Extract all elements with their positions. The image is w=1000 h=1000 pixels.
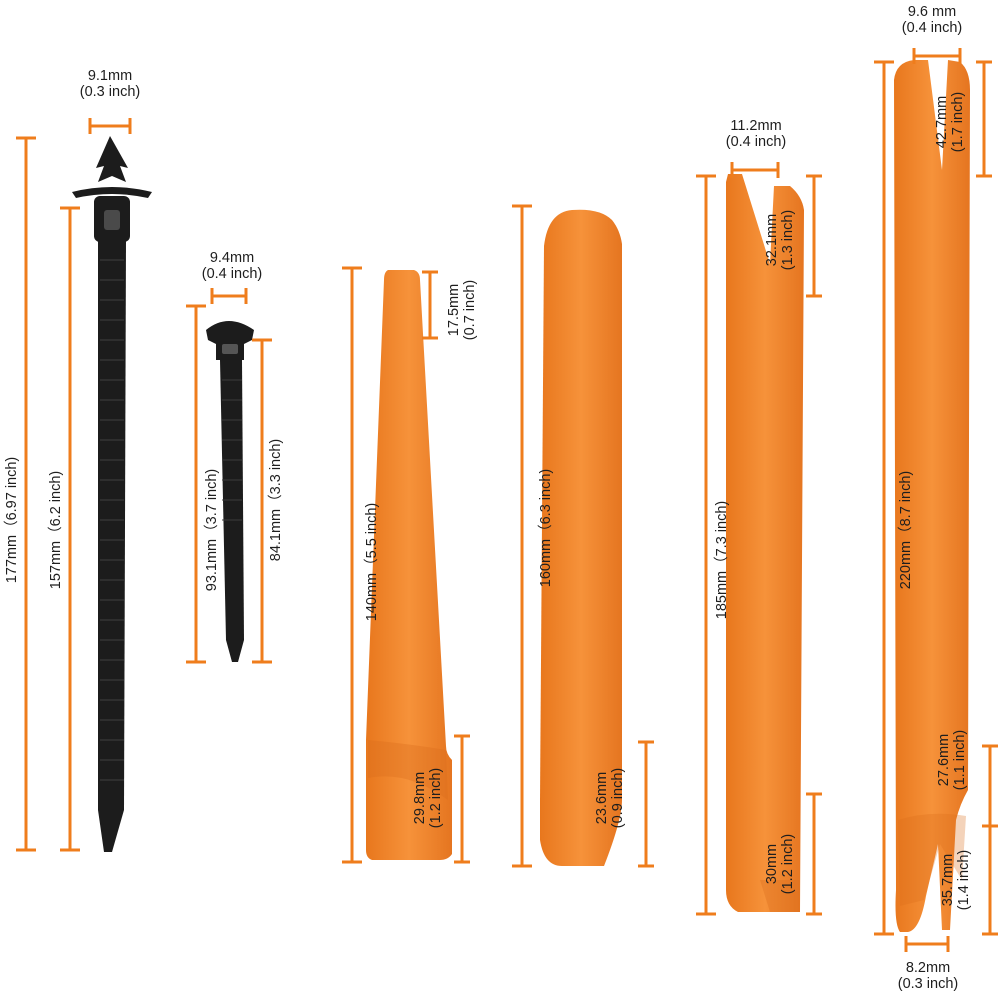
large-tie-total-length-label: 177mm（6.97 inch) (4, 456, 20, 584)
tool2-bottom-mm: 23.6mm (594, 771, 610, 825)
tool4-top-width-mm: 9.6 mm (907, 4, 957, 20)
tool4-top-inch: (1.7 inch) (950, 91, 966, 153)
small-tie-strap-length-label: 84.1mm（3.3 inch) (268, 438, 284, 562)
small-tie-total-length-label: 93.1mm（3.7 inch) (204, 468, 220, 592)
tool3-top-label: 32.1mm (1.3 inch) (764, 210, 796, 270)
tool4-bottom-inch: (1.4 inch) (956, 849, 972, 911)
small-tie-head-width-label: 9.4mm (0.4 inch) (172, 250, 292, 282)
tool4-top-label: 42.7mm (1.7 inch) (934, 92, 966, 152)
tool3-bottom-label: 30mm (1.2 inch) (764, 834, 796, 894)
tool4-length-label: 220mm（8.7 inch) (898, 470, 914, 590)
tool1-bottom-label: 29.8mm (1.2 inch) (412, 768, 444, 828)
large-tie-head-width-inch: (0.3 inch) (79, 84, 141, 100)
small-tie-head-width-inch: (0.4 inch) (201, 266, 263, 282)
tool3-top-width-label: 11.2mm (0.4 inch) (696, 118, 816, 150)
tool1-bottom-mm: 29.8mm (412, 771, 428, 825)
large-tie-flange (72, 187, 152, 198)
tool4-bottom-width-label: 8.2mm (0.3 inch) (868, 960, 988, 992)
large-tie-strap-length-label: 157mm（6.2 inch) (48, 470, 64, 590)
tool3-top-mm: 32.1mm (764, 213, 780, 267)
small-tie-head-width-mm: 9.4mm (209, 250, 255, 266)
large-tie-arrow-tip (96, 136, 128, 182)
dimension-lines (16, 48, 998, 952)
tool4-top-width-label: 9.6 mm (0.4 inch) (872, 4, 992, 36)
tool1-top-label: 17.5mm (0.7 inch) (446, 280, 478, 340)
tool3-top-width-mm: 11.2mm (730, 118, 782, 134)
tool3-length-label: 185mm（7.3 inch) (714, 500, 730, 620)
tool1-length-label: 140mm（5.5 inch) (364, 502, 380, 622)
small-tie-strap (220, 360, 244, 662)
small-tie-head (206, 321, 254, 360)
small-cable-tie (206, 321, 254, 662)
tool4-top-width-inch: (0.4 inch) (901, 20, 963, 36)
tool3-top-width-inch: (0.4 inch) (725, 134, 787, 150)
tool1-top-mm: 17.5mm (446, 283, 462, 337)
tool1-top-inch: (0.7 inch) (462, 279, 478, 341)
tool3-bottom-mm: 30mm (764, 843, 780, 885)
pry-tool-3 (726, 174, 804, 912)
large-tie-head-width-label: 9.1mm (0.3 inch) (50, 68, 170, 100)
tool2-length-label: 160mm（6.3 inch) (538, 468, 554, 588)
tool4-lower-label: 27.6mm (1.1 inch) (936, 730, 968, 790)
tool4-bottom-mm: 35.7mm (940, 853, 956, 907)
tool4-bottom-label: 35.7mm (1.4 inch) (940, 850, 972, 910)
tool3-top-inch: (1.3 inch) (780, 209, 796, 271)
tool4-lower-inch: (1.1 inch) (952, 729, 968, 791)
tool2-bottom-inch: (0.9 inch) (610, 767, 626, 829)
tool3-bottom-inch: (1.2 inch) (780, 833, 796, 895)
large-cable-tie (72, 136, 152, 852)
large-tie-head-width-mm: 9.1mm (87, 68, 133, 84)
tool1-bottom-inch: (1.2 inch) (428, 767, 444, 829)
pry-tool-4 (894, 60, 970, 932)
large-tie-strap (98, 240, 126, 852)
tool2-bottom-label: 23.6mm (0.9 inch) (594, 768, 626, 828)
pry-tool-1 (366, 270, 452, 860)
tool4-bottom-width-mm: 8.2mm (905, 960, 951, 976)
pry-tool-2 (540, 209, 622, 866)
tool4-top-mm: 42.7mm (934, 95, 950, 149)
tool4-bottom-width-inch: (0.3 inch) (897, 976, 959, 992)
tool4-lower-mm: 27.6mm (936, 733, 952, 787)
